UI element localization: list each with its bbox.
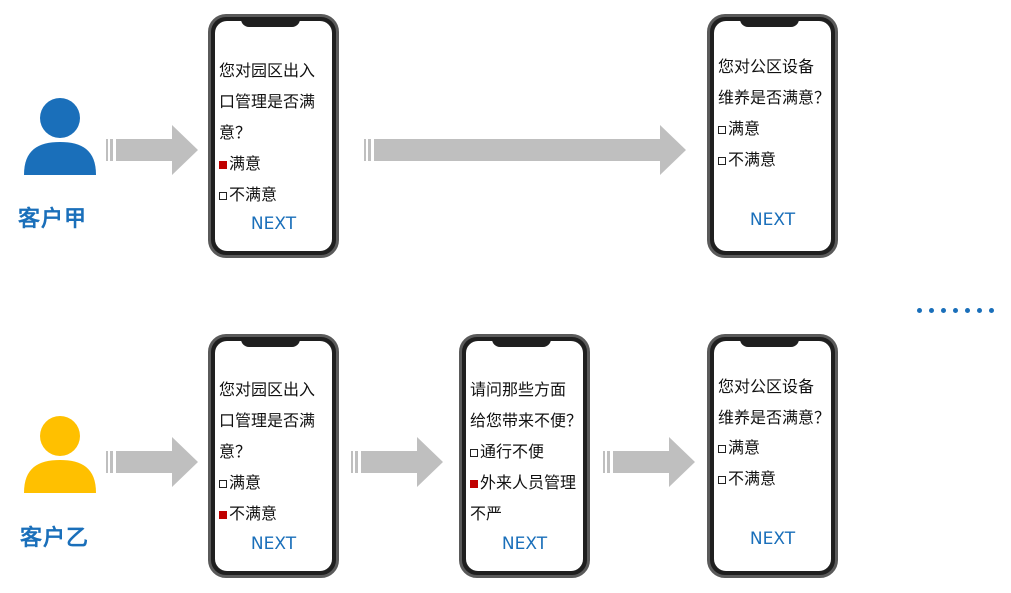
checkbox-icon[interactable] <box>219 191 227 200</box>
arrow-right-icon <box>603 437 695 487</box>
ellipsis-dot <box>953 308 958 313</box>
option-satisfied[interactable]: 满意 <box>219 467 261 498</box>
survey-screen: 您对园区出入 口管理是否满 意？ 满意 不满意 NEXT <box>215 341 332 571</box>
next-button[interactable]: NEXT <box>250 534 297 554</box>
option-visitor-management[interactable]: 外来人员管理 <box>470 467 576 498</box>
arrow-right-icon <box>351 437 443 487</box>
option-label-continuation: 不严 <box>470 504 503 523</box>
option-satisfied[interactable]: 满意 <box>718 113 760 144</box>
option-satisfied[interactable]: 满意 <box>718 432 760 463</box>
next-button[interactable]: NEXT <box>250 214 297 234</box>
ellipsis-dot <box>929 308 934 313</box>
survey-screen: 您对园区出入 口管理是否满 意？ 满意 不满意 NEXT <box>215 21 332 251</box>
checkbox-checked-icon[interactable] <box>219 510 227 519</box>
checkbox-checked-icon[interactable] <box>219 160 227 169</box>
phone-a1: 您对园区出入 口管理是否满 意？ 满意 不满意 NEXT <box>208 14 339 258</box>
option-inconvenient-access[interactable]: 通行不便 <box>470 436 544 467</box>
option-label: 满意 <box>229 154 262 173</box>
option-dissatisfied[interactable]: 不满意 <box>718 463 776 494</box>
option-label: 满意 <box>229 473 262 492</box>
next-button[interactable]: NEXT <box>749 529 796 549</box>
phone-a2: 您对公区设备 维养是否满意？ 满意 不满意 NEXT <box>707 14 838 258</box>
checkbox-icon[interactable] <box>718 444 726 453</box>
ellipsis-dot <box>989 308 994 313</box>
survey-question: 您对公区设备 维养是否满意？ <box>718 377 831 427</box>
phone-b1: 您对园区出入 口管理是否满 意？ 满意 不满意 NEXT <box>208 334 339 578</box>
checkbox-icon[interactable] <box>219 479 227 488</box>
option-label: 不满意 <box>229 185 278 204</box>
survey-question: 您对园区出入 口管理是否满 意？ <box>219 380 316 461</box>
checkbox-icon[interactable] <box>718 475 726 484</box>
ellipsis-dot <box>917 308 922 313</box>
arrow-right-icon <box>364 125 686 175</box>
option-label: 不满意 <box>728 150 777 169</box>
survey-question: 您对园区出入 口管理是否满 意？ <box>219 61 316 142</box>
option-dissatisfied[interactable]: 不满意 <box>219 179 277 210</box>
phone-notch <box>740 337 799 347</box>
next-button[interactable]: NEXT <box>749 210 796 230</box>
survey-question: 您对公区设备 维养是否满意？ <box>718 57 831 107</box>
survey-screen: 您对公区设备 维养是否满意？ 满意 不满意 NEXT <box>714 341 831 571</box>
persona-b-avatar-icon <box>22 416 98 498</box>
checkbox-checked-icon[interactable] <box>470 479 478 488</box>
option-dissatisfied[interactable]: 不满意 <box>219 498 277 529</box>
option-label: 不满意 <box>728 469 777 488</box>
option-label: 通行不便 <box>480 442 545 461</box>
phone-notch <box>740 17 799 27</box>
arrow-right-icon <box>106 437 198 487</box>
survey-question: 请问那些方面 给您带来不便？ <box>470 380 583 430</box>
phone-b2: 请问那些方面 给您带来不便？ 通行不便 外来人员管理 不严 NEXT <box>459 334 590 578</box>
ellipsis-dot <box>977 308 982 313</box>
option-label: 满意 <box>728 119 761 138</box>
survey-screen: 请问那些方面 给您带来不便？ 通行不便 外来人员管理 不严 NEXT <box>466 341 583 571</box>
option-satisfied[interactable]: 满意 <box>219 148 261 179</box>
checkbox-icon[interactable] <box>718 156 726 165</box>
phone-notch <box>241 17 300 27</box>
ellipsis-dot <box>941 308 946 313</box>
survey-screen: 您对公区设备 维养是否满意？ 满意 不满意 NEXT <box>714 21 831 251</box>
option-label: 满意 <box>728 438 761 457</box>
persona-a-avatar-icon <box>22 98 98 180</box>
checkbox-icon[interactable] <box>470 448 478 457</box>
persona-a-label: 客户甲 <box>18 207 88 232</box>
ellipsis-dot <box>965 308 970 313</box>
phone-notch <box>241 337 300 347</box>
option-label: 不满意 <box>229 504 278 523</box>
option-dissatisfied[interactable]: 不满意 <box>718 144 776 175</box>
option-label: 外来人员管理 <box>480 473 577 492</box>
phone-notch <box>492 337 551 347</box>
next-button[interactable]: NEXT <box>501 534 548 554</box>
checkbox-icon[interactable] <box>718 125 726 134</box>
arrow-right-icon <box>106 125 198 175</box>
persona-b-label: 客户乙 <box>20 526 90 551</box>
phone-b3: 您对公区设备 维养是否满意？ 满意 不满意 NEXT <box>707 334 838 578</box>
